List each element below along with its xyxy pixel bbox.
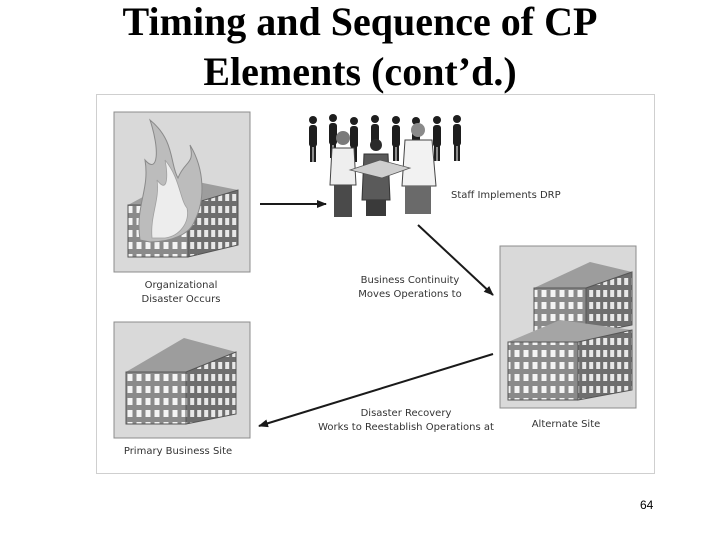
staff-caption: Staff Implements DRP <box>451 190 561 201</box>
continuity-caption-line-2: Moves Operations to <box>358 289 461 300</box>
recovery-caption-line-1: Disaster Recovery <box>361 408 452 419</box>
slide-title-line-2: Elements (cont’d.) <box>203 49 517 94</box>
primary-panel <box>113 321 251 439</box>
burning-building-icon <box>127 118 239 258</box>
primary-caption: Primary Business Site <box>124 446 232 457</box>
alternate-caption: Alternate Site <box>532 419 601 430</box>
continuity-caption-line-1: Business Continuity <box>361 275 460 286</box>
arrow-staff-to-alternate <box>417 224 494 296</box>
disaster-caption-line-1: Organizational <box>145 280 218 291</box>
staff-group-icon <box>309 114 461 217</box>
page-number: 64 <box>640 498 654 512</box>
recovery-caption-line-2: Works to Reestablish Operations at <box>318 422 494 433</box>
slide-title-line-1: Timing and Sequence of CP <box>122 0 598 44</box>
arrow-alternate-to-primary <box>258 353 494 428</box>
primary-site-building-icon <box>125 338 237 425</box>
alternate-site-building-icon <box>507 262 633 401</box>
disaster-caption-line-2: Disaster Occurs <box>142 294 221 305</box>
alternate-panel <box>499 245 637 409</box>
disaster-panel <box>113 111 251 273</box>
